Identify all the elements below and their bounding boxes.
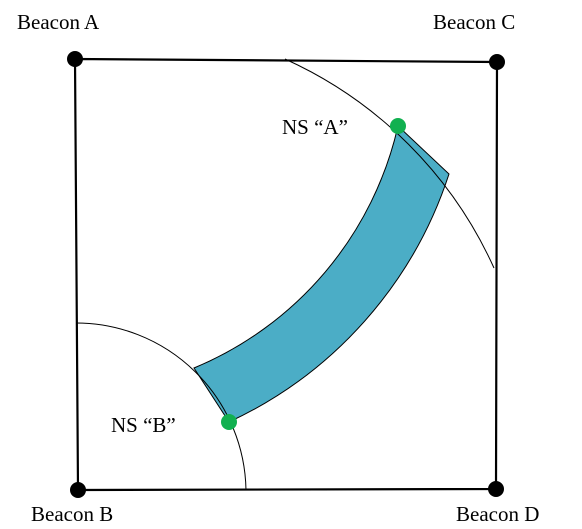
- beacon-b-marker: [70, 482, 86, 498]
- beacon-d-label: Beacon D: [456, 502, 540, 526]
- beacon-b-label: Beacon B: [31, 502, 114, 526]
- range-arc-beacon-b: [75, 322, 247, 491]
- intersection-band: [193, 125, 450, 423]
- beacon-c-label: Beacon C: [433, 10, 516, 34]
- range-arc-beacon-a: [284, 58, 495, 269]
- node-a-marker: [390, 118, 406, 134]
- node-b-marker: [221, 414, 237, 430]
- node-a-label: NS “A”: [282, 115, 348, 139]
- beacon-d-marker: [488, 481, 504, 497]
- beacon-a-marker: [67, 51, 83, 67]
- beacon-c-marker: [489, 54, 505, 70]
- node-b-label: NS “B”: [111, 413, 176, 437]
- beacon-a-label: Beacon A: [17, 10, 100, 34]
